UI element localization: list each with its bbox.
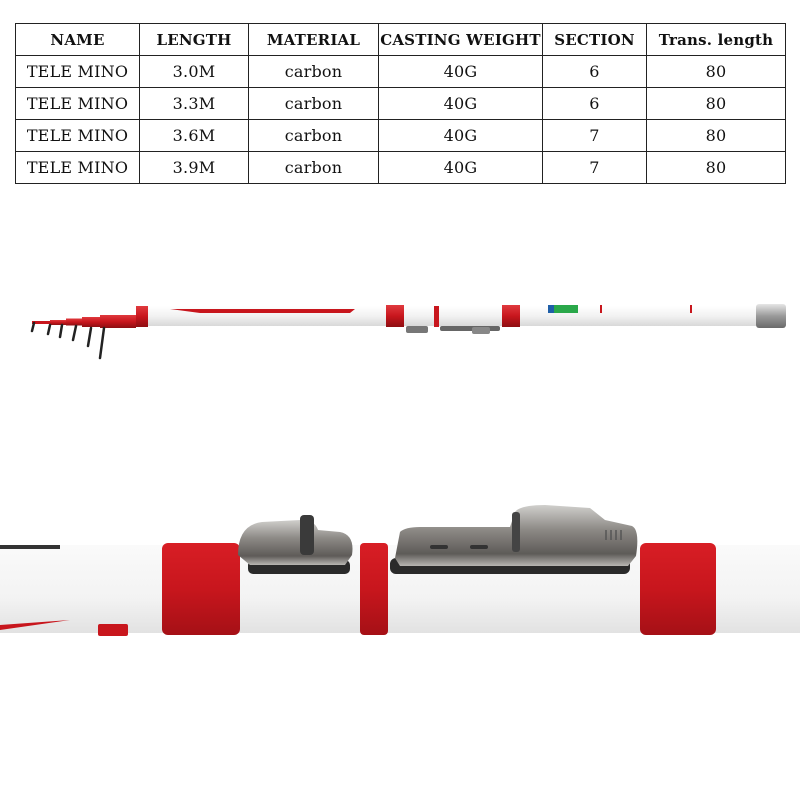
- cell-length: 3.3M: [139, 87, 249, 120]
- table-row: TELE MINO 3.9M carbon 40G 7 80: [15, 151, 786, 184]
- cell-length: 3.6M: [139, 119, 249, 152]
- cell-casting-weight: 40G: [378, 119, 543, 152]
- cell-trans-length: 80: [646, 55, 786, 88]
- table-header-row: NAME LENGTH MATERIAL CASTING WEIGHT SECT…: [15, 23, 786, 56]
- cell-material: carbon: [248, 119, 379, 152]
- cell-section: 6: [542, 55, 647, 88]
- cell-section: 6: [542, 87, 647, 120]
- cell-casting-weight: 40G: [378, 55, 543, 88]
- cell-casting-weight: 40G: [378, 87, 543, 120]
- cell-casting-weight: 40G: [378, 151, 543, 184]
- cell-trans-length: 80: [646, 119, 786, 152]
- cell-name: TELE MINO: [15, 55, 140, 88]
- header-name: NAME: [15, 23, 140, 56]
- cell-material: carbon: [248, 151, 379, 184]
- table-row: TELE MINO 3.3M carbon 40G 6 80: [15, 87, 786, 120]
- cell-trans-length: 80: [646, 151, 786, 184]
- header-length: LENGTH: [139, 23, 249, 56]
- reel-seat-closeup-image: [0, 505, 800, 636]
- spec-table: NAME LENGTH MATERIAL CASTING WEIGHT SECT…: [15, 23, 786, 184]
- full-rod-image: [30, 304, 786, 360]
- table-row: TELE MINO 3.0M carbon 40G 6 80: [15, 55, 786, 88]
- header-material: MATERIAL: [248, 23, 379, 56]
- cell-section: 7: [542, 119, 647, 152]
- header-casting-weight: CASTING WEIGHT: [378, 23, 543, 56]
- cell-length: 3.9M: [139, 151, 249, 184]
- cell-length: 3.0M: [139, 55, 249, 88]
- table-row: TELE MINO 3.6M carbon 40G 7 80: [15, 119, 786, 152]
- cell-name: TELE MINO: [15, 119, 140, 152]
- cell-material: carbon: [248, 87, 379, 120]
- cell-material: carbon: [248, 55, 379, 88]
- cell-name: TELE MINO: [15, 87, 140, 120]
- cell-section: 7: [542, 151, 647, 184]
- header-trans-length: Trans. length: [646, 23, 786, 56]
- cell-name: TELE MINO: [15, 151, 140, 184]
- cell-trans-length: 80: [646, 87, 786, 120]
- header-section: SECTION: [542, 23, 647, 56]
